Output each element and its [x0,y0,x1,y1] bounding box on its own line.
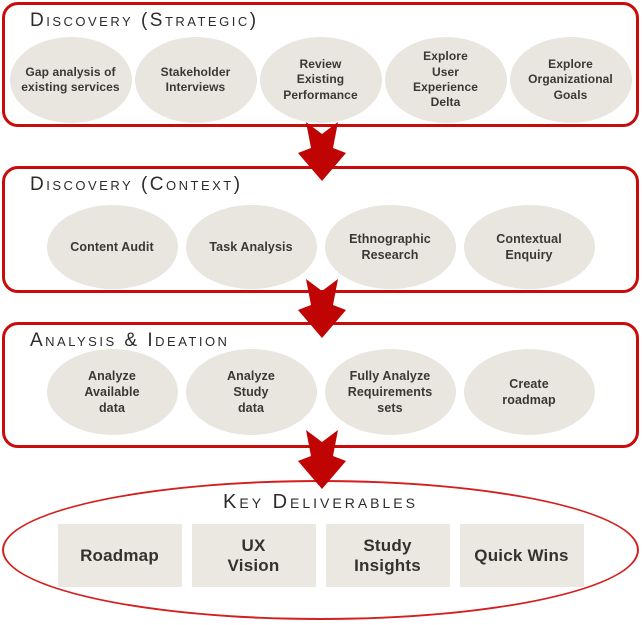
stage-label: Explore User Experience Delta [412,49,479,110]
down-arrow-icon [298,122,346,181]
section-title: Analysis & Ideation [30,330,230,351]
deliverable-box-study-insights: Study Insights [325,524,450,587]
stage-ellipse-analyze-available-data: Analyze Available data [46,349,178,435]
stage-label: Analyze Available data [84,369,140,415]
stage-label: Content Audit [70,240,154,254]
deliverable-label: Quick Wins [474,545,569,565]
stage-ellipse-create-roadmap: Create roadmap [463,349,595,435]
stage-label: Create roadmap [502,377,556,407]
stage-row: Analyze Available data Analyze Study dat… [5,349,636,435]
stage-label: Review Existing Performance [283,56,358,102]
stage-label: Task Analysis [209,240,293,254]
stage-ellipse-stakeholder-interviews: Stakeholder Interviews [134,37,257,123]
section-title: Discovery (Strategic) [30,10,259,31]
deliverable-box-ux-vision: UX Vision [191,524,316,587]
stage-ellipse-review-existing-performance: Review Existing Performance [259,37,382,123]
stage-label: Fully Analyze Requirements sets [347,369,433,415]
stage-ellipse-content-audit: Content Audit [46,205,178,289]
stage-label: Contextual Enquiry [496,232,562,262]
stage-ellipse-contextual-enquiry: Contextual Enquiry [463,205,595,289]
stage-ellipse-explore-user-experience-delta: Explore User Experience Delta [384,37,507,123]
section-discovery-context: Discovery (Context) Content Audit Task A… [2,166,639,293]
key-deliverables-ellipse: Key Deliverables Roadmap UX Vision Study… [2,480,639,620]
deliverable-box-roadmap: Roadmap [57,524,182,587]
stage-ellipse-ethnographic-research: Ethnographic Research [324,205,456,289]
stage-ellipse-gap-analysis: Gap analysis of existing services [9,37,132,123]
down-arrow-icon [298,279,346,338]
section-title: Discovery (Context) [30,174,243,195]
section-analysis-ideation: Analysis & Ideation Analyze Available da… [2,322,639,448]
down-arrow-icon [298,430,346,489]
stage-label: Explore Organizational Goals [528,56,613,102]
stage-ellipse-explore-organizational-goals: Explore Organizational Goals [509,37,632,123]
stage-ellipse-task-analysis: Task Analysis [185,205,317,289]
deliverable-label: Roadmap [80,545,159,565]
deliverable-box-quick-wins: Quick Wins [459,524,584,587]
stage-label: Gap analysis of existing services [21,64,120,94]
stage-ellipse-analyze-study-data: Analyze Study data [185,349,317,435]
stage-label: Ethnographic Research [349,232,431,262]
stage-label: Stakeholder Interviews [160,64,231,94]
key-deliverables-title: Key Deliverables [223,491,418,513]
deliverables-row: Roadmap UX Vision Study Insights Quick W… [4,524,637,587]
deliverable-label: Study Insights [354,535,421,575]
stage-ellipse-fully-analyze-requirements: Fully Analyze Requirements sets [324,349,456,435]
deliverable-label: UX Vision [227,535,280,575]
stage-row: Content Audit Task Analysis Ethnographic… [5,205,636,289]
stage-row: Gap analysis of existing services Stakeh… [5,37,636,123]
section-discovery-strategic: Discovery (Strategic) Gap analysis of ex… [2,2,639,127]
stage-label: Analyze Study data [227,369,275,415]
